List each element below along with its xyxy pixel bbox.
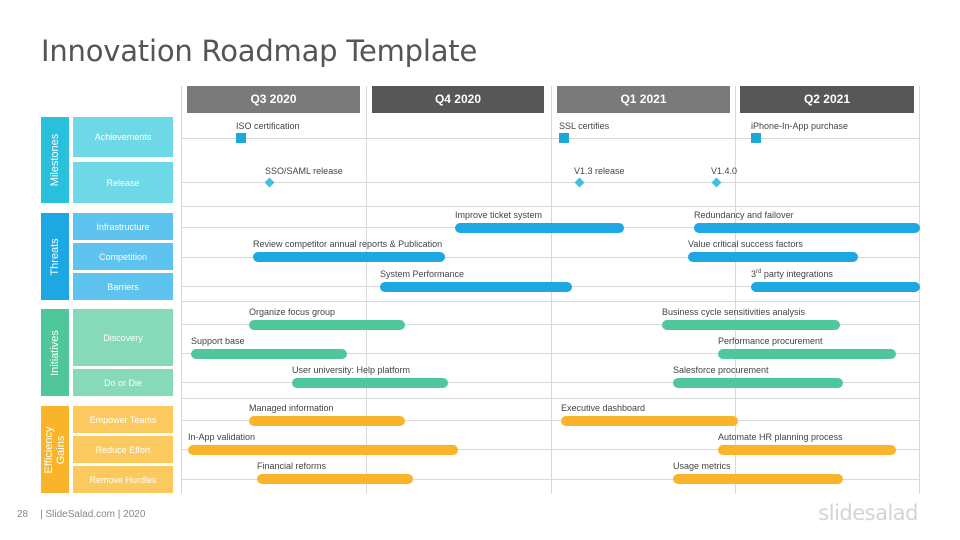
quarter-header-q4-2020: Q4 2020: [372, 86, 544, 113]
milestone-label: iPhone-In-App purchase: [751, 121, 849, 131]
task-bar: [718, 445, 896, 455]
task-label: Value critical success factors: [688, 239, 803, 249]
task-label: Support base: [191, 336, 245, 346]
grid-hline: [182, 301, 920, 302]
grid-hline: [182, 353, 920, 354]
group-label: Threats: [49, 237, 61, 276]
category-remove-hurdles: Remove Hurdles: [73, 466, 173, 493]
task-bar: [751, 282, 920, 292]
release-diamond-marker: [264, 177, 275, 188]
milestone-label: ISO certification: [236, 121, 300, 131]
group-label: Milestones: [49, 133, 61, 187]
grid-hline: [182, 257, 920, 258]
category-infrastructure: Infrastructure: [73, 213, 173, 240]
task-label: Organize focus group: [249, 307, 336, 317]
quarter-header-q3-2020: Q3 2020: [187, 86, 360, 113]
task-label: Performance procurement: [718, 336, 823, 346]
task-label: Executive dashboard: [561, 403, 646, 413]
milestone-square-marker: [751, 133, 761, 143]
task-bar: [673, 378, 843, 388]
group-initiatives: Initiatives: [41, 309, 69, 396]
milestone-label: SSL certifies: [559, 121, 610, 131]
milestone-square-marker: [236, 133, 246, 143]
grid-vline: [735, 86, 736, 494]
task-bar: [249, 416, 405, 426]
page-title: Innovation Roadmap Template: [41, 34, 478, 68]
task-bar: [257, 474, 413, 484]
grid-hline: [182, 449, 920, 450]
page-number: 28: [17, 509, 29, 520]
task-bar: [191, 349, 347, 359]
task-bar: [188, 445, 458, 455]
task-label: Review competitor annual reports & Publi…: [253, 239, 443, 249]
grid-hline: [182, 182, 920, 183]
category-barriers: Barriers: [73, 273, 173, 300]
task-label: Improve ticket system: [455, 210, 543, 220]
category-reduce-effort: Reduce Effort: [73, 436, 173, 463]
task-label: Financial reforms: [257, 461, 327, 471]
task-bar: [718, 349, 896, 359]
category-competition: Competition: [73, 243, 173, 270]
task-label: In-App validation: [188, 432, 256, 442]
grid-vline: [919, 86, 920, 494]
grid-hline: [182, 138, 920, 139]
category-empower-teams: Empower Teams: [73, 406, 173, 433]
category-discovery: Discovery: [73, 309, 173, 366]
group-label: Initiatives: [49, 329, 61, 376]
category-do-or-die: Do or Die: [73, 369, 173, 396]
task-bar: [455, 223, 624, 233]
task-bar: [673, 474, 843, 484]
grid-hline: [182, 324, 920, 325]
quarter-header-q1-2021: Q1 2021: [557, 86, 730, 113]
brand-logo: slidesalad: [818, 501, 918, 525]
task-label: User university: Help platform: [292, 365, 411, 375]
grid-hline: [182, 206, 920, 207]
task-bar: [694, 223, 920, 233]
task-label: Salesforce procurement: [673, 365, 769, 375]
grid-hline: [182, 382, 920, 383]
grid-vline: [181, 86, 182, 494]
task-label: Business cycle sensitivities analysis: [662, 307, 806, 317]
task-label: Managed information: [249, 403, 334, 413]
release-label: V1.3 release: [574, 166, 625, 176]
grid-vline: [366, 86, 367, 494]
footer: 28 | SlideSalad.com | 2020: [17, 509, 145, 520]
milestone-square-marker: [559, 133, 569, 143]
task-label: Automate HR planning process: [718, 432, 843, 442]
task-label: 3rd party integrations: [751, 269, 833, 279]
quarter-header-q2-2021: Q2 2021: [740, 86, 914, 113]
grid-hline: [182, 479, 920, 480]
task-label: Usage metrics: [673, 461, 731, 471]
task-bar: [292, 378, 448, 388]
release-diamond-marker: [574, 177, 585, 188]
footer-source: | SlideSalad.com | 2020: [40, 509, 146, 520]
task-label: Redundancy and failover: [694, 210, 794, 220]
release-diamond-marker: [711, 177, 722, 188]
release-label: V1.4.0: [711, 166, 738, 176]
release-label: SSO/SAML release: [265, 166, 343, 176]
group-threats: Threats: [41, 213, 69, 300]
group-efficiency-gains: Efficiency Gains: [41, 406, 69, 493]
grid-hline: [182, 420, 920, 421]
group-milestones: Milestones: [41, 117, 69, 203]
task-bar: [249, 320, 405, 330]
group-label: Efficiency Gains: [43, 426, 67, 473]
task-bar: [688, 252, 858, 262]
task-bar: [561, 416, 738, 426]
task-label: System Performance: [380, 269, 465, 279]
grid-hline: [182, 398, 920, 399]
category-release: Release: [73, 162, 173, 203]
task-bar: [380, 282, 572, 292]
category-achievements: Achievements: [73, 117, 173, 157]
task-bar: [253, 252, 445, 262]
task-bar: [662, 320, 840, 330]
